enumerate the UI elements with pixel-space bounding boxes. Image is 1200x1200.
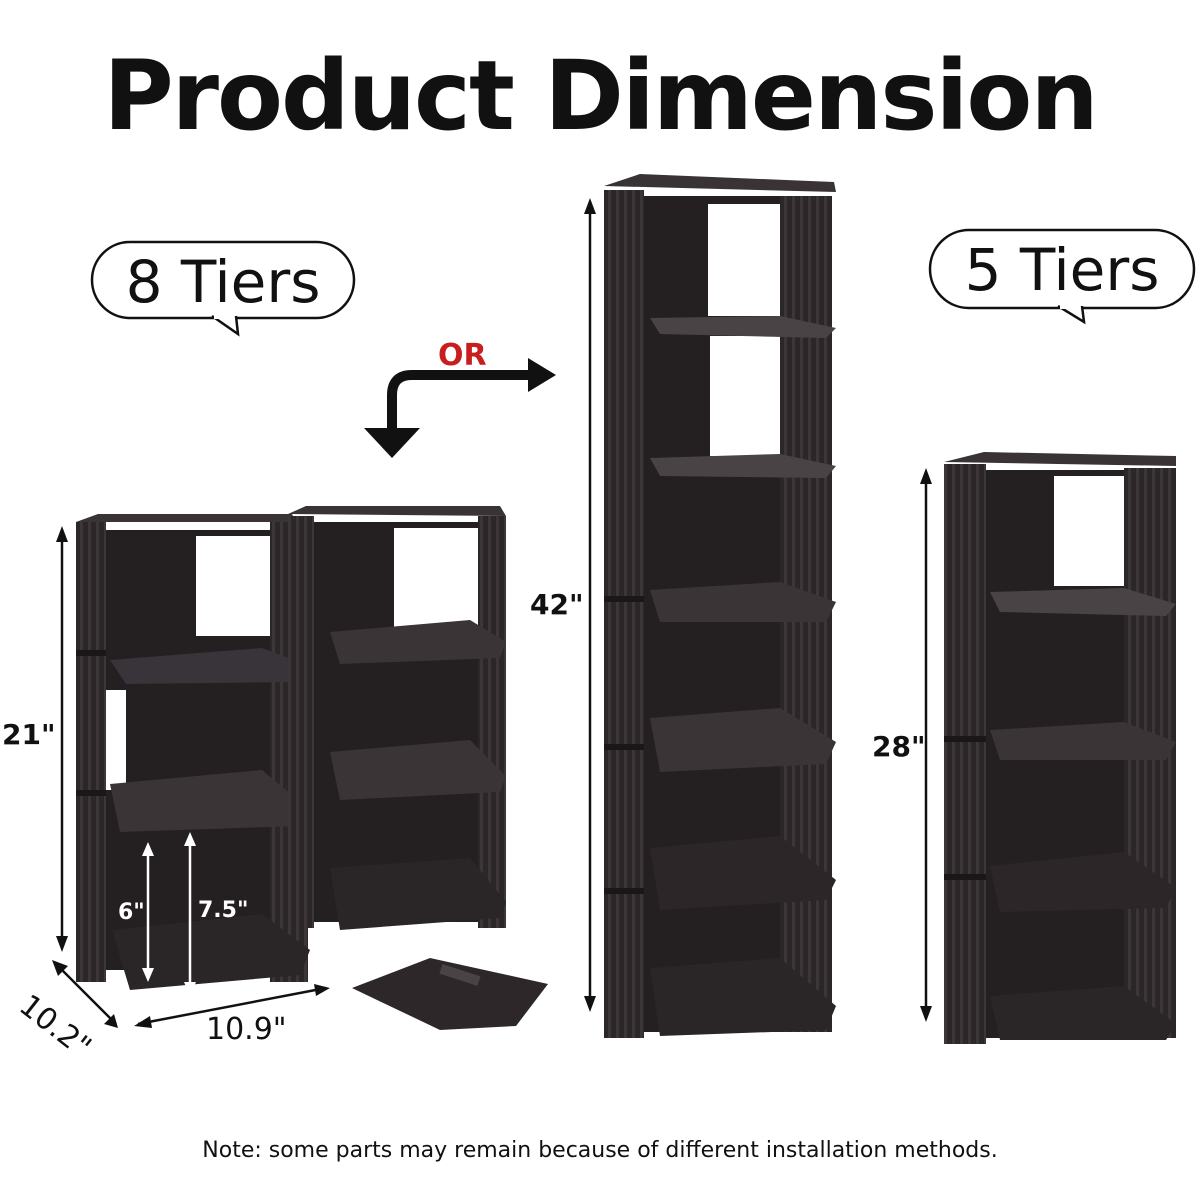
loose-shelf-tray <box>352 958 548 1030</box>
height-42-label: 42" <box>530 588 584 621</box>
shelf-unit-five-tier <box>944 452 1176 1044</box>
gap-6-label: 6" <box>118 900 145 925</box>
eight-tiers-label: 8 Tiers <box>125 248 321 316</box>
dimension-lines <box>52 198 932 1028</box>
height-28-label: 28" <box>872 730 926 763</box>
shelf-unit-left-a <box>76 514 310 990</box>
width-10-9-label: 10.9" <box>206 1012 287 1047</box>
inner-gap-lines <box>142 832 196 996</box>
page-title: Product Dimension <box>103 40 1098 152</box>
five-tiers-label: 5 Tiers <box>964 236 1160 304</box>
height-21-label: 21" <box>2 718 56 751</box>
shelf-unit-tall <box>604 174 836 1038</box>
or-arrows <box>364 358 556 458</box>
five-tiers-bubble <box>928 228 1196 325</box>
or-label: OR <box>438 338 487 373</box>
installation-note: Note: some parts may remain because of d… <box>202 1138 998 1163</box>
gap-7-5-label: 7.5" <box>198 898 249 923</box>
eight-tiers-bubble <box>90 240 356 337</box>
shelf-unit-left-b <box>288 506 506 930</box>
